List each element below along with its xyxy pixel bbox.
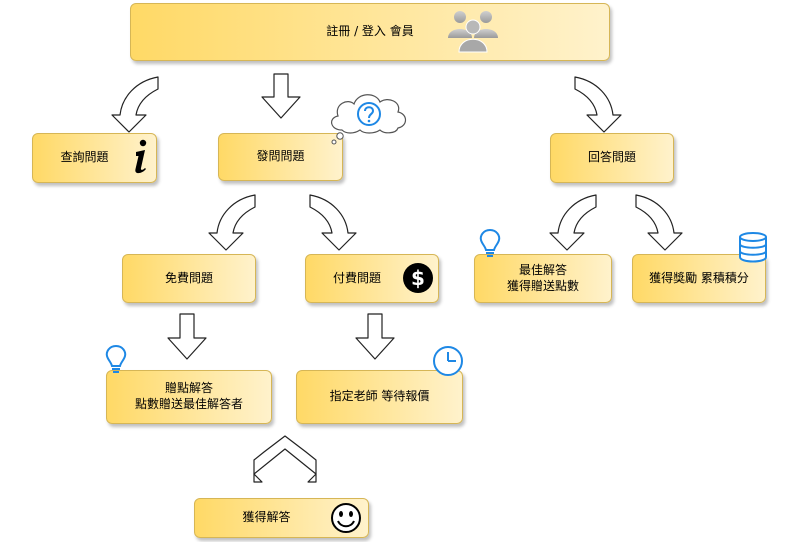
arrow-ask-to-paid xyxy=(309,194,357,251)
query-node: 查詢問題 xyxy=(32,133,157,183)
lightbulb-icon xyxy=(479,228,501,257)
gift-points-node: 贈點解答 點數贈送最佳解答者 xyxy=(106,370,272,424)
reward-node: 獲得獎勵 累積積分 xyxy=(632,254,766,303)
svg-text:$: $ xyxy=(411,266,425,290)
answer-label: 回答問題 xyxy=(587,150,636,165)
lightbulb-icon xyxy=(105,344,127,373)
assign-teacher-node: 指定老師 等待報價 xyxy=(296,370,463,424)
answer-node: 回答問題 xyxy=(550,133,674,183)
query-label: 查詢問題 xyxy=(60,150,109,165)
merge-arrow-tail-left xyxy=(253,473,263,483)
free-label: 免費問題 xyxy=(164,270,213,285)
users-group-icon xyxy=(448,11,498,53)
arrow-answer-to-reward xyxy=(635,194,683,251)
arrow-answer-to-best xyxy=(549,194,597,251)
dollar-icon: $ xyxy=(403,263,433,293)
question-cloud-icon xyxy=(331,94,407,145)
merge-arrow-tail-right xyxy=(307,473,317,483)
reward-label: 獲得獎勵 累積積分 xyxy=(649,270,749,285)
arrow-register-to-query xyxy=(111,76,159,133)
smiley-icon xyxy=(331,503,361,533)
ask-node: 發問問題 xyxy=(218,133,343,181)
clock-icon xyxy=(433,346,463,376)
database-icon xyxy=(739,232,767,263)
arrow-register-to-ask xyxy=(261,73,301,119)
get-answer-label: 獲得解答 xyxy=(242,510,291,525)
arrow-paid-to-assign xyxy=(355,313,395,360)
paid-label: 付費問題 xyxy=(332,270,381,285)
register-label: 註冊 / 登入 會員 xyxy=(326,24,414,39)
register-node: 註冊 / 登入 會員 xyxy=(130,3,610,61)
ask-label: 發問問題 xyxy=(256,149,305,164)
arrow-register-to-answer xyxy=(574,76,622,133)
assign-teacher-label: 指定老師 等待報價 xyxy=(329,389,430,404)
arrow-ask-to-free xyxy=(208,194,256,251)
info-icon xyxy=(135,139,147,174)
best-answer-label: 最佳解答 獲得贈送點數 xyxy=(506,262,579,293)
best-answer-node: 最佳解答 獲得贈送點數 xyxy=(474,254,612,303)
free-node: 免費問題 xyxy=(122,254,256,303)
gift-points-label: 贈點解答 點數贈送最佳解答者 xyxy=(134,381,243,411)
merge-arrow xyxy=(253,435,317,475)
arrow-free-to-gift xyxy=(167,313,207,360)
